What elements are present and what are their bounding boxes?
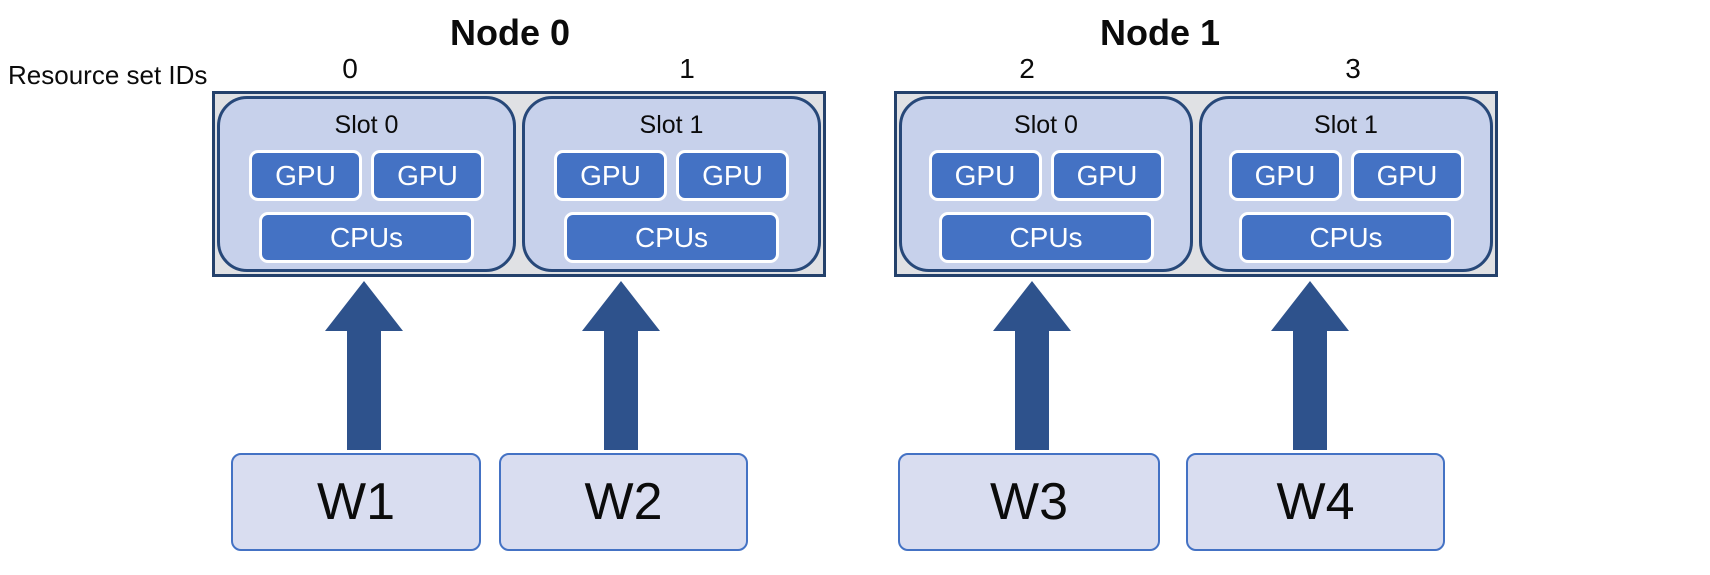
slot-label: Slot 1 bbox=[639, 111, 704, 139]
slot-label: Slot 0 bbox=[334, 111, 399, 139]
worker-label: W3 bbox=[990, 473, 1068, 531]
gpu-chip: GPU bbox=[676, 150, 789, 201]
gpu-chip: GPU bbox=[554, 150, 667, 201]
gpu-row: GPU GPU bbox=[249, 150, 484, 201]
worker-label: W1 bbox=[317, 473, 395, 531]
gpu-chip: GPU bbox=[249, 150, 362, 201]
slot-label: Slot 1 bbox=[1314, 111, 1378, 139]
resource-set-id-0: 0 bbox=[342, 53, 358, 84]
gpu-row: GPU GPU bbox=[554, 150, 789, 201]
worker-w1-box: W1 bbox=[231, 453, 481, 551]
arrow-head bbox=[1271, 281, 1349, 331]
arrow-shaft bbox=[1293, 331, 1327, 450]
node-0-title: Node 0 bbox=[449, 12, 571, 53]
gpu-row: GPU GPU bbox=[928, 150, 1164, 201]
arrow-head bbox=[325, 281, 403, 331]
cpus-chip: CPUs bbox=[564, 212, 779, 263]
cpus-chip: CPUs bbox=[1238, 212, 1454, 263]
arrow-shaft bbox=[604, 331, 638, 450]
resource-set-id-2: 2 bbox=[1019, 53, 1035, 84]
up-arrow-w4 bbox=[1271, 281, 1349, 450]
resource-set-ids-label: Resource set IDs bbox=[8, 60, 208, 90]
cpus-chip: CPUs bbox=[938, 212, 1154, 263]
worker-w2-box: W2 bbox=[499, 453, 748, 551]
up-arrow-w3 bbox=[993, 281, 1071, 450]
node-1-box: Slot 0 GPU GPU CPUs Slot 1 GPU GPU CPUs bbox=[894, 91, 1498, 277]
gpu-chip: GPU bbox=[928, 150, 1042, 201]
worker-w4-box: W4 bbox=[1186, 453, 1445, 551]
arrow-head bbox=[582, 281, 660, 331]
resource-set-id-3: 3 bbox=[1345, 53, 1361, 84]
node-1-slot-1: Slot 1 GPU GPU CPUs bbox=[1199, 96, 1493, 272]
worker-label: W4 bbox=[1276, 473, 1355, 531]
slot-label: Slot 0 bbox=[1014, 111, 1078, 139]
gpu-row: GPU GPU bbox=[1228, 150, 1464, 201]
node-0-box: Slot 0 GPU GPU CPUs Slot 1 GPU GPU CPUs bbox=[212, 91, 826, 277]
arrow-shaft bbox=[1015, 331, 1049, 450]
gpu-chip: GPU bbox=[371, 150, 484, 201]
node-1-slot-0: Slot 0 GPU GPU CPUs bbox=[899, 96, 1193, 272]
node-0-slot-0: Slot 0 GPU GPU CPUs bbox=[217, 96, 516, 272]
up-arrow-w1 bbox=[325, 281, 403, 450]
arrow-shaft bbox=[347, 331, 381, 450]
arrow-head bbox=[993, 281, 1071, 331]
resource-set-id-1: 1 bbox=[679, 53, 695, 84]
gpu-chip: GPU bbox=[1350, 150, 1464, 201]
node-1-title: Node 1 bbox=[1099, 12, 1221, 53]
cpus-chip: CPUs bbox=[259, 212, 474, 263]
worker-w3-box: W3 bbox=[898, 453, 1160, 551]
up-arrow-w2 bbox=[582, 281, 660, 450]
worker-label: W2 bbox=[584, 473, 663, 531]
gpu-chip: GPU bbox=[1050, 150, 1164, 201]
gpu-chip: GPU bbox=[1228, 150, 1342, 201]
node-0-slot-1: Slot 1 GPU GPU CPUs bbox=[522, 96, 821, 272]
